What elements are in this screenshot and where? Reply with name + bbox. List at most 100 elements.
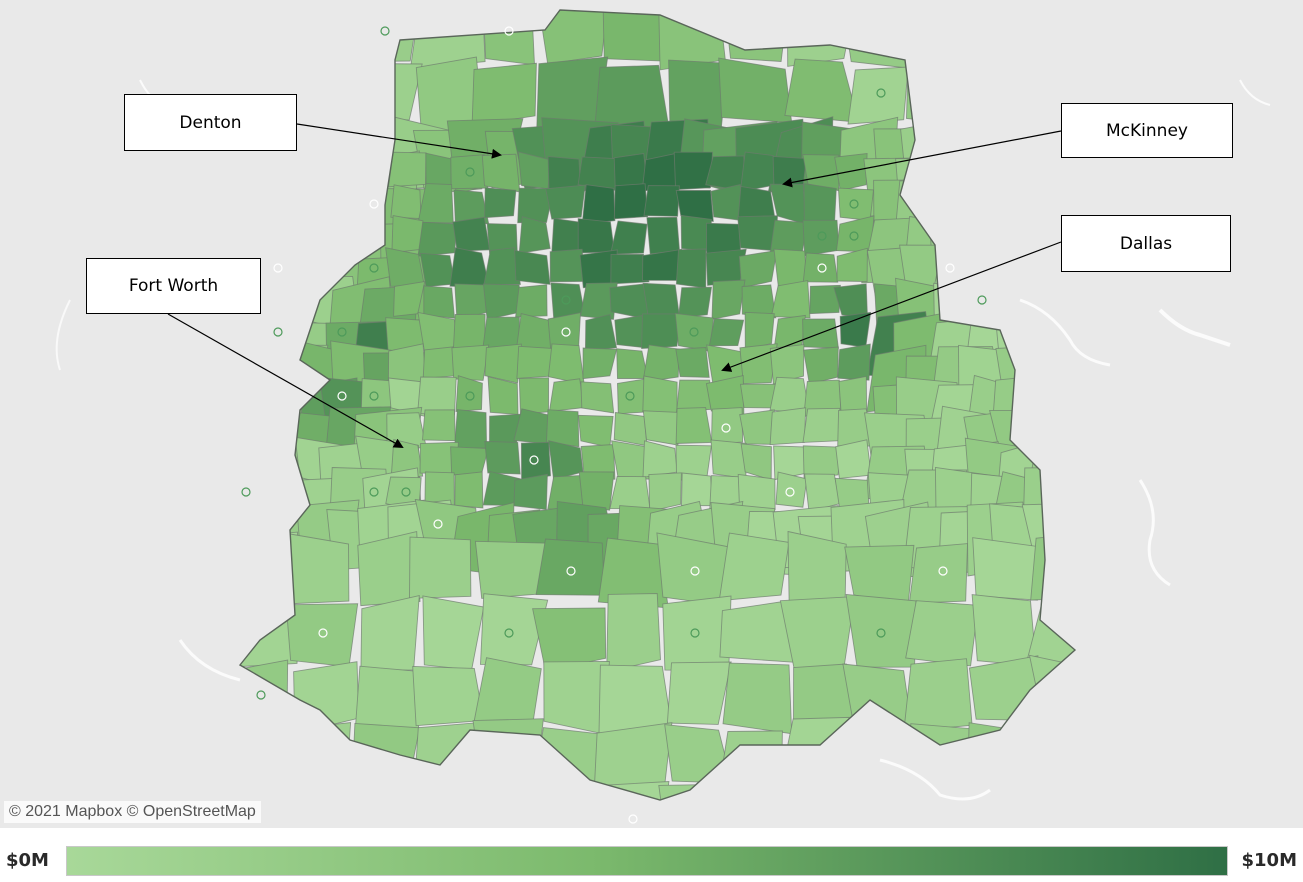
zip-region[interactable] — [354, 665, 420, 734]
zip-region[interactable] — [775, 471, 808, 508]
zip-region[interactable] — [741, 284, 777, 319]
zip-region[interactable] — [809, 284, 841, 315]
zip-region[interactable] — [967, 722, 1029, 785]
zip-region[interactable] — [673, 151, 713, 191]
zip-region[interactable] — [718, 57, 793, 124]
zip-region[interactable] — [664, 724, 733, 784]
zip-region[interactable] — [658, 783, 735, 828]
map-attribution[interactable]: © 2021 Mapbox © OpenStreetMap — [4, 801, 261, 823]
zip-region[interactable] — [906, 54, 984, 127]
zip-region[interactable] — [905, 600, 979, 667]
zip-region[interactable] — [617, 378, 647, 415]
zip-region[interactable] — [666, 661, 732, 725]
zip-region[interactable] — [484, 343, 522, 384]
zip-region[interactable] — [836, 247, 868, 283]
zip-region[interactable] — [737, 185, 776, 220]
zip-region[interactable] — [451, 344, 490, 381]
zip-region[interactable] — [610, 253, 650, 285]
zip-region[interactable] — [514, 249, 551, 285]
zip-region[interactable] — [784, 58, 860, 123]
zip-region[interactable] — [482, 316, 520, 350]
zip-region[interactable] — [289, 533, 350, 605]
zip-region[interactable] — [675, 347, 710, 378]
zip-region[interactable] — [803, 183, 837, 224]
zip-region[interactable] — [412, 665, 485, 727]
zip-region[interactable] — [533, 784, 611, 828]
zip-region[interactable] — [971, 594, 1037, 667]
zip-region[interactable] — [926, 190, 996, 259]
map-canvas[interactable]: Denton McKinney Dallas Fort Worth © 2021… — [0, 0, 1303, 828]
zip-region[interactable] — [413, 721, 486, 794]
zip-region[interactable] — [642, 344, 680, 383]
zip-region[interactable] — [387, 151, 427, 188]
zip-region[interactable] — [786, 0, 858, 67]
zip-region[interactable] — [711, 407, 744, 445]
zip-region[interactable] — [802, 407, 843, 443]
zip-region[interactable] — [547, 343, 585, 385]
zip-region[interactable] — [711, 279, 746, 320]
zip-region[interactable] — [834, 152, 868, 192]
zip-region[interactable] — [835, 439, 872, 479]
zip-region[interactable] — [681, 472, 714, 507]
zip-region[interactable] — [518, 216, 551, 254]
zip-region[interactable] — [737, 473, 776, 511]
zip-region[interactable] — [450, 446, 489, 476]
zip-region[interactable] — [548, 378, 585, 413]
zip-region[interactable] — [545, 184, 586, 220]
zip-region[interactable] — [423, 285, 455, 319]
zip-region[interactable] — [471, 62, 537, 126]
zip-region[interactable] — [769, 344, 805, 385]
zip-region[interactable] — [417, 376, 457, 416]
zip-region[interactable] — [360, 595, 420, 672]
zip-region[interactable] — [228, 531, 298, 601]
zip-region[interactable] — [230, 502, 298, 578]
zip-region[interactable] — [677, 286, 713, 319]
zip-region[interactable] — [584, 313, 618, 352]
zip-region[interactable] — [357, 531, 421, 607]
zip-region[interactable] — [390, 184, 422, 220]
zip-region[interactable] — [518, 377, 550, 415]
zip-region[interactable] — [484, 440, 521, 475]
zip-region[interactable] — [675, 407, 713, 444]
zip-region[interactable] — [533, 727, 603, 786]
zip-region[interactable] — [842, 1, 918, 70]
zip-region[interactable] — [480, 593, 549, 666]
zip-region[interactable] — [577, 218, 615, 254]
zip-region[interactable] — [613, 183, 649, 220]
zip-region[interactable] — [1030, 531, 1102, 601]
zip-region[interactable] — [513, 473, 548, 511]
zip-region[interactable] — [642, 282, 680, 315]
zip-region[interactable] — [717, 730, 783, 797]
zip-region[interactable] — [1028, 654, 1105, 725]
zip-region[interactable] — [582, 347, 618, 380]
zip-region[interactable] — [802, 445, 843, 480]
zip-region[interactable] — [484, 187, 517, 219]
zip-region[interactable] — [770, 280, 811, 319]
zip-region[interactable] — [968, 655, 1039, 721]
zip-region[interactable] — [449, 247, 491, 288]
zip-region[interactable] — [391, 215, 424, 254]
zip-region[interactable] — [613, 152, 648, 188]
zip-region[interactable] — [472, 718, 544, 796]
region-layer[interactable] — [224, 0, 1105, 828]
zip-region[interactable] — [802, 252, 839, 283]
zip-region[interactable] — [710, 439, 747, 480]
zip-region[interactable] — [675, 248, 707, 289]
zip-region[interactable] — [409, 536, 472, 599]
zip-region[interactable] — [722, 662, 793, 735]
zip-region[interactable] — [744, 311, 775, 351]
zip-region[interactable] — [609, 475, 651, 510]
zip-region[interactable] — [577, 414, 614, 448]
zip-region[interactable] — [648, 472, 682, 512]
zip-region[interactable] — [232, 659, 289, 735]
zip-region[interactable] — [422, 595, 485, 671]
zip-region[interactable] — [483, 247, 521, 286]
zip-region[interactable] — [837, 343, 871, 381]
zip-region[interactable] — [643, 185, 680, 217]
zip-region[interactable] — [839, 311, 872, 348]
zip-region[interactable] — [835, 215, 875, 253]
zip-region[interactable] — [598, 664, 673, 734]
zip-region[interactable] — [802, 219, 840, 257]
zip-region[interactable] — [769, 407, 807, 446]
zip-region[interactable] — [642, 248, 683, 281]
